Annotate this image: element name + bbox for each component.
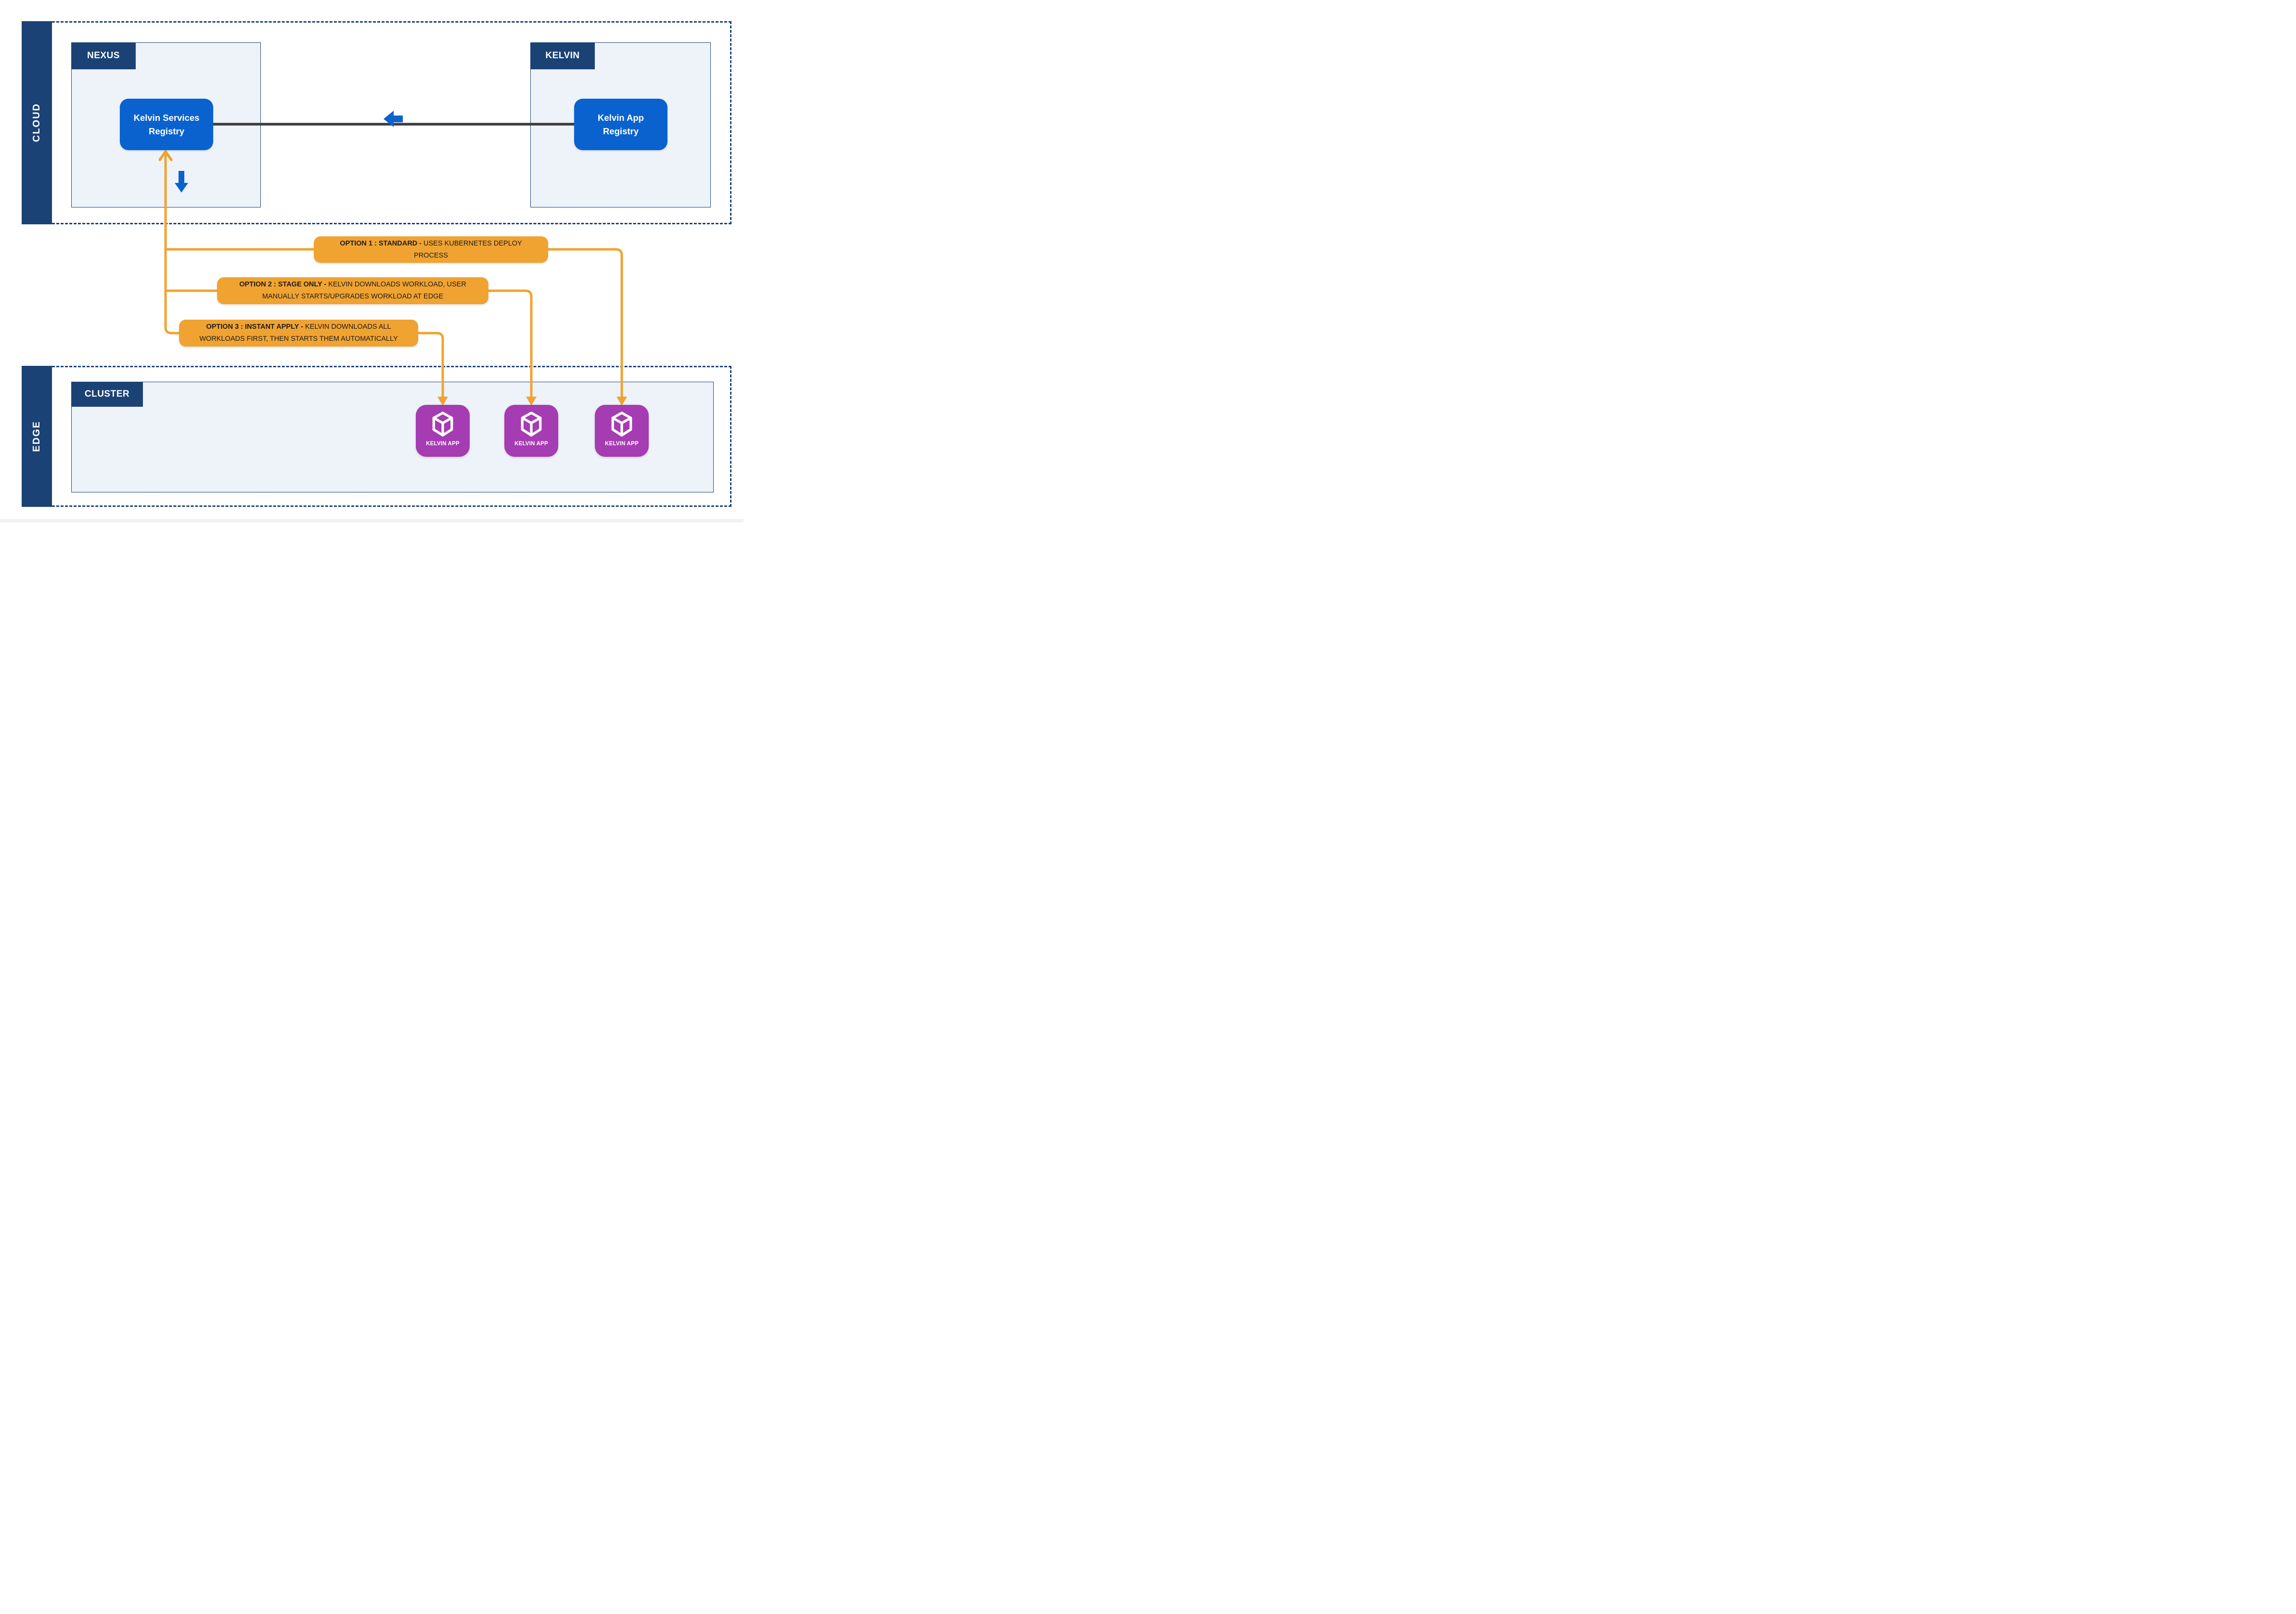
deployment-options-diagram: CLOUD NEXUS KELVIN EDGE CLUSTER Kelvin S… [0, 0, 744, 522]
cloud-region-label-bar: CLOUD [22, 21, 52, 224]
option1-rest-text: USES KUBERNETES DEPLOY PROCESS [414, 239, 522, 259]
kelvin-app-tile: KELVIN APP [416, 405, 470, 457]
kelvin-app-registry-node: Kelvin App Registry [574, 99, 667, 150]
kelvin-app-tile: KELVIN APP [595, 405, 649, 457]
up-arrowhead-icon [158, 150, 173, 161]
down-arrowhead-icon [526, 397, 537, 406]
kelvin-app-tile: KELVIN APP [504, 405, 558, 457]
option1-standard-label: OPTION 1 : STANDARD - USES KUBERNETES DE… [314, 236, 548, 263]
package-cube-icon [611, 412, 632, 437]
down-arrowhead-icon [437, 397, 448, 406]
cluster-box-title: CLUSTER [71, 382, 143, 407]
kelvin-app-label: KELVIN APP [514, 441, 548, 447]
kelvin-app-label: KELVIN APP [426, 441, 460, 447]
option2-stage-only-label: OPTION 2 : STAGE ONLY - KELVIN DOWNLOADS… [217, 277, 488, 304]
package-cube-icon [521, 412, 542, 437]
down-arrowhead-icon [616, 397, 627, 406]
option1-connector-line [164, 248, 623, 398]
option3-rest-text: KELVIN DOWNLOADS ALL WORKLOADS FIRST, TH… [199, 323, 398, 343]
left-arrow-icon [384, 111, 403, 127]
kelvin-box-title: KELVIN [530, 42, 595, 69]
option3-bold-text: OPTION 3 : INSTANT APPLY - [206, 323, 305, 331]
kelvin-app-label: KELVIN APP [605, 441, 639, 447]
down-arrow-icon [175, 171, 188, 193]
option2-connector-line [164, 289, 533, 398]
kelvin-services-registry-node: Kelvin Services Registry [120, 99, 213, 150]
nexus-box-title: NEXUS [71, 42, 136, 69]
package-cube-icon [432, 412, 453, 437]
edge-region-label-bar: EDGE [22, 366, 52, 507]
option2-bold-text: OPTION 2 : STAGE ONLY - [239, 281, 329, 289]
canvas-bottom-edge [0, 519, 744, 522]
option3-connector-line [164, 151, 444, 398]
option3-instant-apply-label: OPTION 3 : INSTANT APPLY - KELVIN DOWNLO… [179, 320, 418, 347]
option1-bold-text: OPTION 1 : STANDARD - [340, 239, 424, 247]
cloud-region-border [52, 21, 731, 224]
edge-region-border [52, 366, 731, 507]
option2-rest-text: KELVIN DOWNLOADS WORKLOAD, USER MANUALLY… [262, 281, 466, 300]
